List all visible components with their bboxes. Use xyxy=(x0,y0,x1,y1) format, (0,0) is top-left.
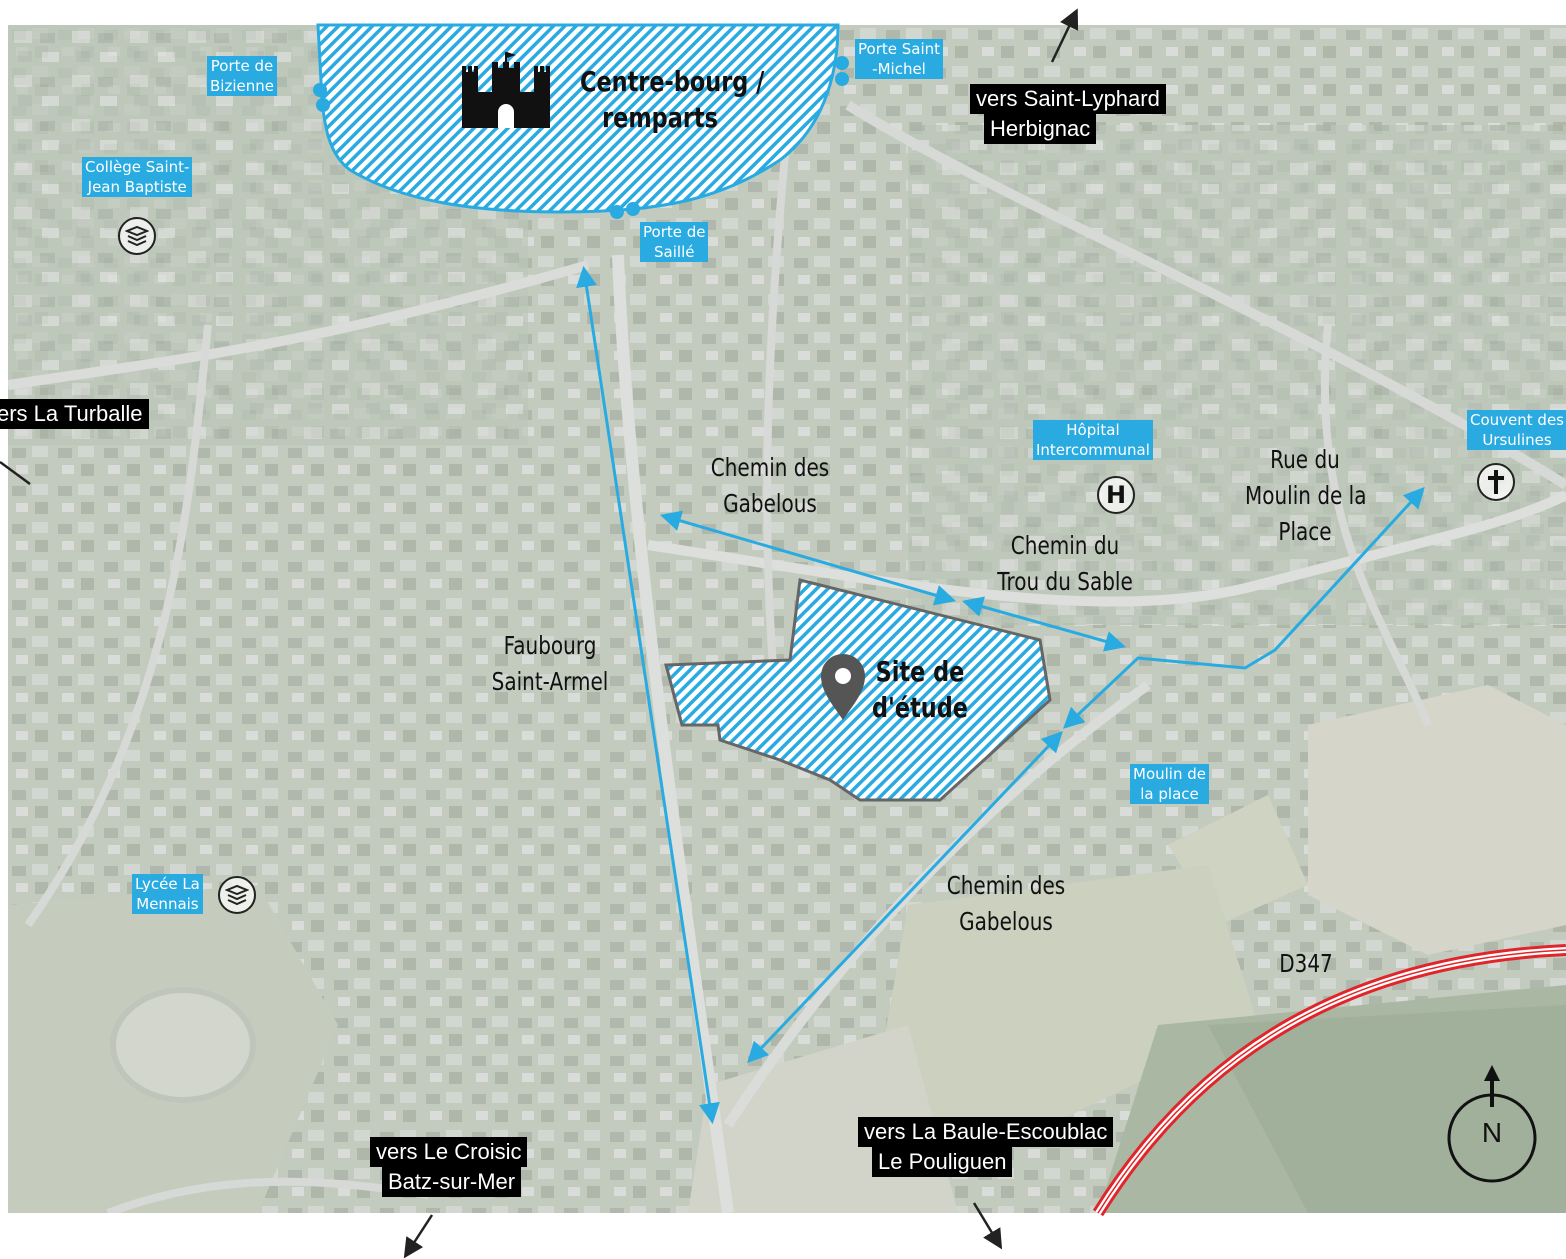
direction-le-croisic: vers Le Croisic Batz-sur-Mer xyxy=(370,1137,528,1197)
map-pin-icon xyxy=(821,654,865,720)
d347-road xyxy=(1092,944,1566,1217)
tag-college[interactable]: Collège Saint-Jean Baptiste xyxy=(82,157,193,197)
direction-la-baule: vers La Baule-Escoublac Le Pouliguen xyxy=(858,1117,1114,1177)
castle-icon xyxy=(462,52,550,128)
north-compass: N xyxy=(1447,1065,1537,1183)
route-gabelous-top xyxy=(659,510,957,606)
arrow-la-baule xyxy=(972,1202,1003,1250)
arrow-la-turballe xyxy=(0,460,31,486)
arrow-le-croisic xyxy=(403,1214,434,1259)
label-d347: D347 xyxy=(1279,949,1333,978)
route-gabelous-bottom xyxy=(747,730,1063,1064)
route-rue-moulin xyxy=(1062,486,1425,729)
route-faubourg xyxy=(576,265,720,1125)
tag-porte-saint-michel[interactable]: Porte Saint-Michel xyxy=(855,39,944,79)
north-label: N xyxy=(1481,1117,1503,1148)
direction-la-turballe: vers La Turballe xyxy=(0,399,149,429)
gate-dots xyxy=(313,56,849,219)
arrow-saint-lyphard xyxy=(1050,8,1079,63)
hospital-icon: H xyxy=(1097,476,1135,514)
cross-icon xyxy=(1477,463,1515,501)
school-icon xyxy=(118,217,156,255)
label-centre-bourg: Centre-bourg /remparts xyxy=(580,65,765,134)
direction-saint-lyphard: vers Saint-Lyphard Herbignac xyxy=(970,84,1166,144)
centre-bourg-zone[interactable] xyxy=(316,23,840,214)
school-icon xyxy=(218,876,256,914)
